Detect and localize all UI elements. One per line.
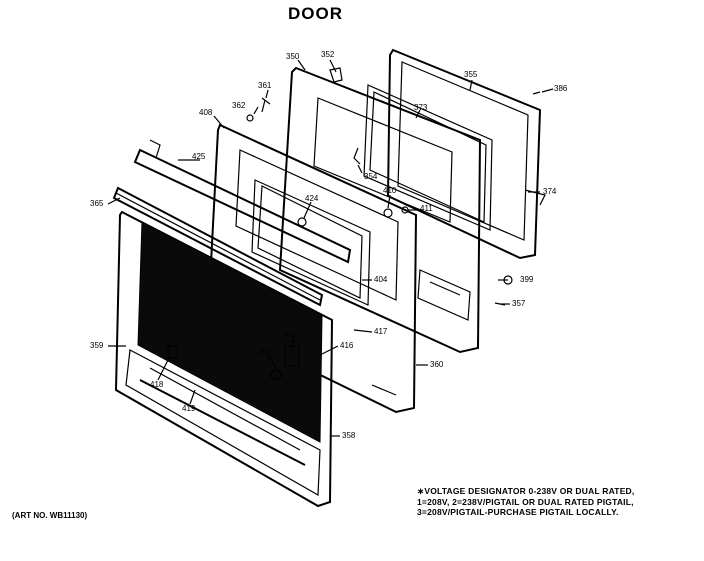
part-label-373: 373 [414, 103, 428, 112]
door-liner-360 [206, 123, 418, 414]
door-glass-404 [251, 179, 371, 306]
rear-door-frame-355 [386, 48, 546, 260]
voltage-note-line-3: 3=208V/PIGTAIL-PURCHASE PIGTAIL LOCALLY. [417, 507, 619, 517]
fasteners [246, 91, 541, 306]
voltage-note-line-1: ∗VOLTAGE DESIGNATOR 0-238V OR DUAL RATED… [417, 486, 635, 496]
part-label-365: 365 [90, 199, 104, 208]
part-label-424: 424 [305, 194, 319, 203]
top-trim-425 [133, 139, 352, 264]
part-label-416: 416 [340, 341, 354, 350]
part-label-418: 418 [150, 380, 164, 389]
inner-door-panel-350 [278, 66, 482, 354]
part-label-425: 425 [192, 152, 206, 161]
part-label-362: 362 [232, 101, 246, 110]
part-label-357: 357 [512, 299, 526, 308]
part-label-408: 408 [199, 108, 213, 117]
part-label-354: 354 [364, 172, 378, 181]
part-label-355: 355 [464, 70, 478, 79]
part-label-422: 422 [284, 330, 298, 339]
part-label-419: 419 [182, 404, 196, 413]
outer-door-panel-358 [114, 210, 334, 508]
part-label-350: 350 [286, 52, 300, 61]
part-label-399: 399 [520, 275, 534, 284]
part-label-352: 352 [321, 50, 335, 59]
part-label-386: 386 [554, 84, 568, 93]
part-label-374: 374 [543, 187, 557, 196]
voltage-note-line-2: 1=208V, 2=238V/PIGTAIL OR DUAL RATED PIG… [417, 496, 634, 507]
part-label-404: 404 [374, 275, 388, 284]
part-label-360: 360 [430, 360, 444, 369]
part-label-359: 359 [90, 341, 104, 350]
part-label-411: 411 [420, 204, 433, 213]
top-vent-365 [112, 186, 324, 307]
part-label-410: 410 [383, 186, 397, 195]
part-label-417: 417 [374, 327, 388, 336]
art-number: (ART NO. WB11130) [12, 511, 88, 520]
part-label-358: 358 [342, 431, 356, 440]
diagram-title: DOOR [288, 4, 343, 23]
leader-lines [107, 59, 554, 437]
voltage-note: ∗VOLTAGE DESIGNATOR 0-238V OR DUAL RATED… [417, 486, 634, 518]
part-label-361: 361 [258, 81, 272, 90]
part-label-363: 363 [258, 347, 272, 356]
